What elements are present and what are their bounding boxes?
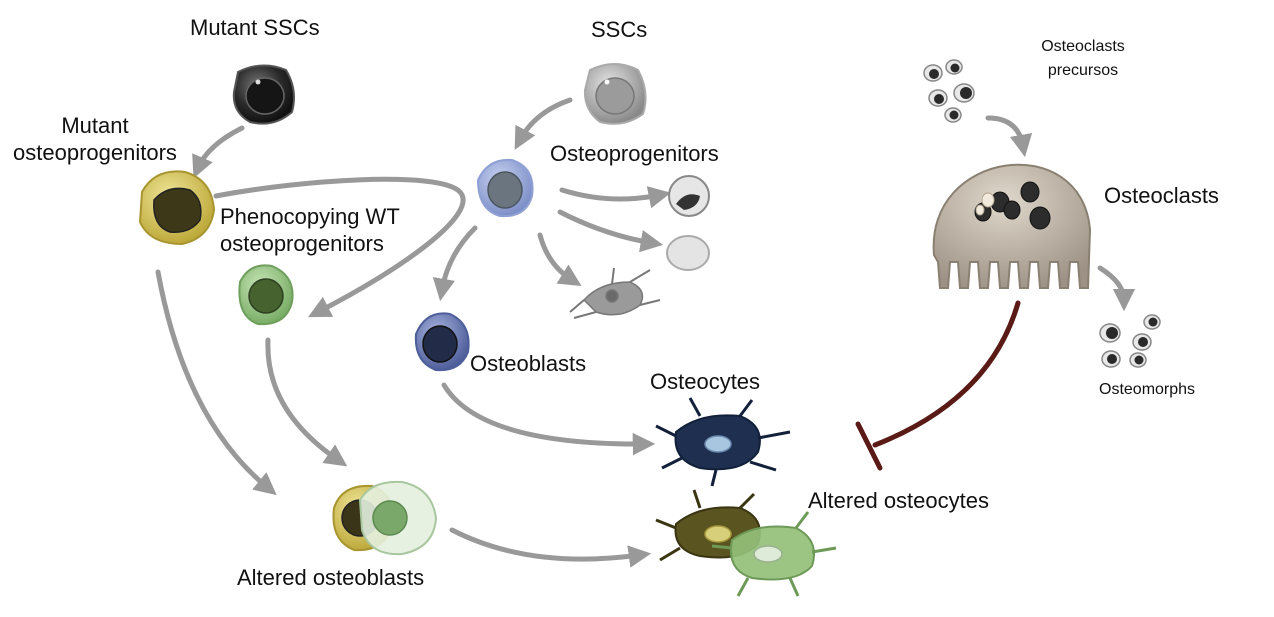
mutant-osteoprogenitor-cell	[138, 170, 216, 246]
label-osteoprogenitors: Osteoprogenitors	[550, 141, 719, 166]
arrow-osteoclast-to-osteomorphs	[1097, 265, 1136, 312]
arrow-mutant-ssc-to-mutant-op	[192, 125, 245, 179]
osteocyte-cell	[655, 397, 791, 487]
arrow-op-to-lineage-1	[559, 186, 672, 209]
lineage-cell-1	[668, 175, 710, 217]
arrow-op-to-ob	[432, 225, 478, 302]
arrow-altered-ob-to-altered-osteocyte	[449, 527, 652, 568]
label-osteoclasts-precursos: Osteoclasts precursos	[1023, 35, 1143, 83]
label-osteomorphs: Osteomorphs	[1099, 381, 1196, 398]
label-phenocopying-line1: Phenocopying WT	[220, 204, 400, 229]
label-altered-osteoblasts: Altered osteoblasts	[237, 565, 425, 590]
inhibition-arrow	[855, 300, 1021, 471]
arrow-ssc-to-op	[514, 97, 573, 150]
label-sscs: SSCs	[591, 17, 648, 42]
arrow-mutant-op-to-pheno	[213, 176, 466, 318]
arrows	[155, 97, 1136, 568]
label-mutant-osteoprogenitors: Mutant osteoprogenitors	[0, 112, 190, 166]
osteoprogenitor-cell	[476, 158, 534, 218]
altered-osteoblast-cells	[332, 480, 438, 556]
label-mutant-osteoprogenitors-line1: Mutant	[61, 113, 129, 138]
arrow-precursors-to-osteoclast	[985, 115, 1033, 158]
lineage-cell-3	[569, 267, 661, 319]
label-mutant-sscs: Mutant SSCs	[190, 15, 320, 40]
arrow-op-to-lineage-3	[537, 232, 582, 286]
label-phenocopying-wt-osteoprogenitors: Phenocopying WT osteoprogenitors	[220, 203, 400, 257]
arrow-mutant-op-to-altered-ob	[155, 269, 277, 496]
label-osteoblasts: Osteoblasts	[470, 351, 587, 376]
osteoblast-cell	[414, 312, 470, 372]
lineage-cell-2	[666, 235, 710, 271]
osteoclast-precursor-cells	[923, 59, 975, 123]
altered-osteocyte-cells	[655, 489, 837, 597]
arrow-op-to-lineage-2	[557, 209, 664, 253]
mutant-ssc-cell	[232, 64, 295, 125]
label-osteocytes: Osteocytes	[650, 369, 761, 394]
label-osteoclasts-precursos-line2: precursos	[1047, 62, 1119, 79]
label-phenocopying-line2: osteoprogenitors	[220, 231, 384, 256]
arrow-ob-to-osteocyte	[441, 382, 656, 456]
label-mutant-osteoprogenitors-line2: osteoprogenitors	[13, 140, 177, 165]
label-osteoclasts: Osteoclasts	[1104, 183, 1219, 208]
osteomorph-cells	[1099, 314, 1161, 368]
label-altered-osteocytes: Altered osteocytes	[808, 488, 989, 513]
arrow-pheno-to-altered-ob	[265, 337, 348, 467]
ssc-cell	[583, 63, 647, 125]
label-osteoclasts-precursos-line1: Osteoclasts	[1041, 38, 1125, 55]
osteoclast-cell	[932, 163, 1092, 289]
phenocopying-cell	[238, 264, 294, 326]
